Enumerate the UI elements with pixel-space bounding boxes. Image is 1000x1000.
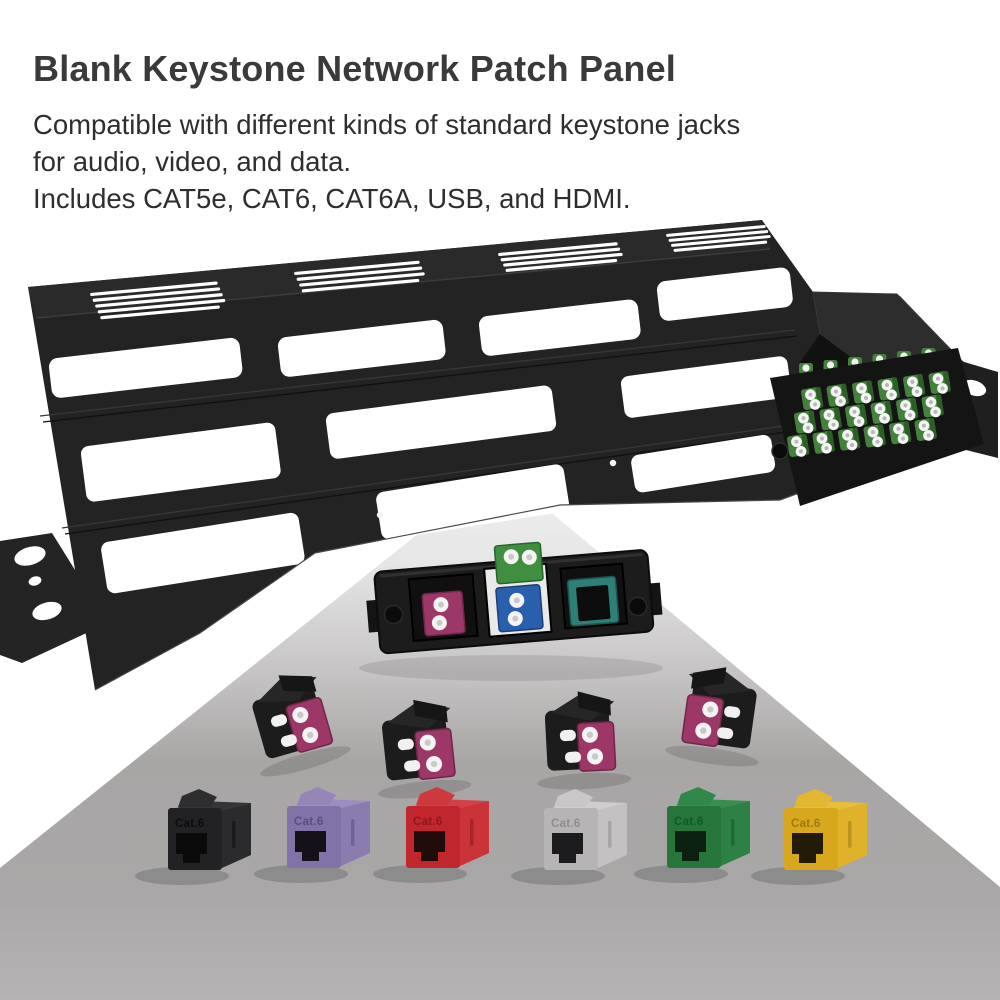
module-magenta-lc-adapter bbox=[421, 590, 466, 637]
left-rack-ear bbox=[0, 533, 108, 663]
panel-cutout-mid-1 bbox=[80, 422, 281, 502]
rj45-port bbox=[675, 831, 706, 861]
vent-slot-group-3 bbox=[498, 242, 623, 272]
rj45-coupler-green: Cat.6 bbox=[634, 787, 750, 883]
panel-cutout-mid-2 bbox=[325, 385, 557, 459]
coupler-label: Cat.6 bbox=[175, 818, 205, 830]
panel-cutout-top-1 bbox=[48, 337, 243, 398]
panel-cutout-top-4 bbox=[656, 267, 793, 321]
vent-slot-group-2 bbox=[294, 260, 425, 293]
patch-panel bbox=[0, 220, 998, 691]
left-ear-oval-hole-bottom bbox=[32, 601, 62, 621]
rj45-port bbox=[414, 831, 445, 861]
module-teal-keystone-jack bbox=[566, 575, 620, 627]
panel-ridge-lower bbox=[61, 421, 813, 529]
panel-ridge-lower-shadow bbox=[64, 427, 815, 535]
panel-cutout-mid-3 bbox=[620, 356, 792, 418]
left-ear-small-hole bbox=[28, 576, 42, 586]
spotlight-triangle-backdrop bbox=[0, 469, 1000, 1000]
module-screw-left bbox=[383, 604, 404, 625]
product-description-line-1: Compatible with different kinds of stand… bbox=[33, 109, 741, 140]
block-thumbscrew bbox=[771, 442, 789, 460]
coupler-label: Cat.6 bbox=[413, 816, 443, 828]
keystone-module-plate bbox=[366, 541, 663, 655]
vent-slot-group-1 bbox=[90, 281, 226, 320]
rj45-coupler-red: Cat.6 bbox=[373, 787, 489, 883]
fiber-adapter-block bbox=[770, 348, 984, 506]
coupler-latch bbox=[677, 787, 716, 805]
coupler-latch bbox=[794, 789, 833, 807]
coupler-label: Cat.6 bbox=[791, 818, 821, 830]
rj45-port bbox=[295, 831, 326, 861]
panel-screw-hole-2 bbox=[609, 459, 617, 467]
rj45-coupler-purple: Cat.6 bbox=[254, 787, 370, 883]
module-shadow bbox=[359, 655, 663, 681]
left-ear-oval-hole-top bbox=[14, 546, 46, 566]
vent-slot-group-4 bbox=[666, 225, 771, 252]
product-title: Blank Keystone Network Patch Panel bbox=[33, 48, 677, 89]
rj45-port bbox=[176, 833, 207, 863]
panel-ridge-upper-shadow bbox=[42, 335, 798, 423]
panel-cutout-top-3 bbox=[478, 299, 641, 356]
module-screw-right bbox=[627, 596, 648, 617]
rj45-coupler-yellow: Cat.6 bbox=[751, 789, 867, 885]
module-blue-lc-adapter bbox=[495, 583, 544, 633]
rj45-port bbox=[792, 833, 823, 863]
coupler-latch bbox=[416, 787, 455, 805]
panel-ridge-upper bbox=[39, 329, 796, 417]
coupler-label: Cat.6 bbox=[674, 816, 704, 828]
rj45-coupler-black: Cat.6 bbox=[135, 789, 251, 885]
marketing-text-block: Blank Keystone Network Patch Panel Compa… bbox=[33, 48, 953, 217]
panel-cutout-top-2 bbox=[277, 319, 446, 377]
coupler-latch bbox=[297, 787, 336, 805]
coupler-latch bbox=[554, 789, 593, 807]
panel-screw-hole-1 bbox=[376, 511, 384, 519]
rj45-port bbox=[552, 833, 583, 863]
product-description-line-2: for audio, video, and data. bbox=[33, 146, 352, 177]
coupler-label: Cat.6 bbox=[294, 816, 324, 828]
rj45-coupler-gray: Cat.6 bbox=[511, 789, 627, 885]
rj45-coupler-row: Cat.6 Cat.6 Cat.6 bbox=[135, 787, 867, 885]
product-description-line-3: Includes CAT5e, CAT6, CAT6A, USB, and HD… bbox=[33, 183, 631, 214]
panel-cutout-front-3 bbox=[631, 434, 776, 493]
panel-cutout-front-1 bbox=[101, 512, 305, 594]
coupler-label: Cat.6 bbox=[551, 818, 581, 830]
module-green-lc-adapter bbox=[493, 541, 544, 585]
panel-cutout-front-2 bbox=[376, 464, 570, 540]
coupler-latch bbox=[178, 789, 217, 807]
